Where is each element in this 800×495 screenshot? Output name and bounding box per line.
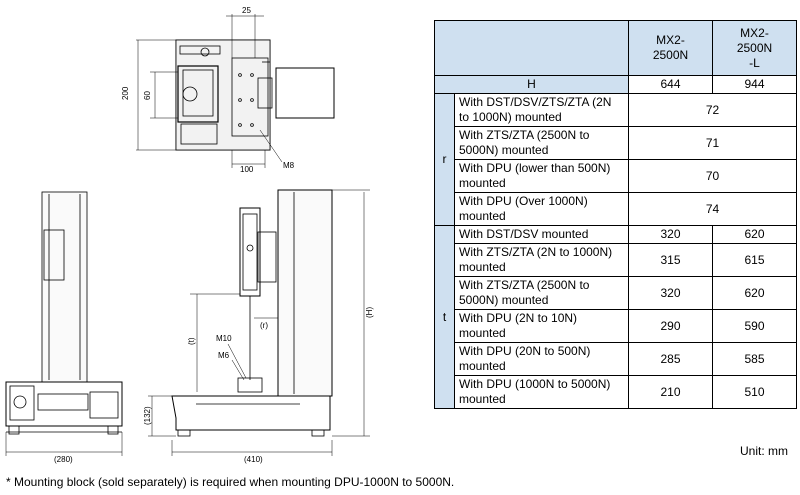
dim-t-label: (t) bbox=[187, 337, 196, 345]
header-blank bbox=[434, 20, 629, 76]
footnote: * Mounting block (sold separately) is re… bbox=[6, 475, 455, 489]
m6-label: M6 bbox=[218, 351, 230, 360]
table-row: With ZTS/ZTA (2500N to 5000N) mounted 71 bbox=[435, 126, 797, 160]
dimension-table: MX2- 2500N MX2- 2500N -L H 644 944 r Wit… bbox=[434, 20, 797, 409]
row-value-1: 320 bbox=[628, 276, 713, 310]
row-value-1: 315 bbox=[628, 243, 713, 277]
row-value-2: 615 bbox=[712, 243, 797, 277]
row-value: 72 bbox=[628, 93, 797, 127]
table-row: With DPU (20N to 500N) mounted 285 585 bbox=[435, 342, 797, 376]
row-value: 70 bbox=[628, 159, 797, 193]
row-value-2: 620 bbox=[712, 225, 797, 244]
side-view bbox=[148, 189, 370, 456]
dim-h-label: (H) bbox=[365, 307, 374, 318]
row-value-1: 210 bbox=[628, 375, 713, 409]
dim-132-label: (132) bbox=[143, 406, 152, 425]
table-row: With DPU (2N to 10N) mounted 290 590 bbox=[435, 309, 797, 343]
row-label: With ZTS/ZTA (2N to 1000N) mounted bbox=[454, 243, 629, 277]
row-value-2: 585 bbox=[712, 342, 797, 376]
dim-25-label: 25 bbox=[242, 6, 251, 15]
table-row: With DPU (Over 1000N) mounted 74 bbox=[435, 192, 797, 226]
table-header-row: MX2- 2500N MX2- 2500N -L bbox=[434, 20, 797, 76]
row-label: With DPU (1000N to 5000N) mounted bbox=[454, 375, 629, 409]
row-value: 74 bbox=[628, 192, 797, 226]
header-col-2: MX2- 2500N -L bbox=[712, 20, 797, 76]
header-col-1-text: MX2- 2500N bbox=[652, 33, 689, 62]
table-row: t With DST/DSV mounted 320 620 bbox=[434, 225, 797, 409]
h-label: H bbox=[434, 75, 629, 94]
row-value-2: 590 bbox=[712, 309, 797, 343]
m8-label: M8 bbox=[283, 161, 295, 170]
dimension-drawings: 25 200 60 100 M8 M10 M6 (r) (t) (H) (132… bbox=[5, 6, 374, 464]
row-label: With ZTS/ZTA (2500N to 5000N) mounted bbox=[454, 126, 629, 160]
dim-410-label: (410) bbox=[244, 455, 263, 464]
table-row: r With DST/DSV/ZTS/ZTA (2N to 1000N) mou… bbox=[434, 93, 797, 226]
dim-200-label: 200 bbox=[121, 86, 130, 100]
drawing-svg: 25 200 60 100 M8 M10 M6 (r) (t) (H) (132… bbox=[5, 6, 374, 464]
dim-60-label: 60 bbox=[143, 91, 152, 100]
row-label: With DPU (Over 1000N) mounted bbox=[454, 192, 629, 226]
table-row: With ZTS/ZTA (2N to 1000N) mounted 315 6… bbox=[435, 243, 797, 277]
table-row-h: H 644 944 bbox=[434, 75, 797, 94]
table-row: With ZTS/ZTA (2500N to 5000N) mounted 32… bbox=[435, 276, 797, 310]
unit-label: Unit: mm bbox=[740, 444, 788, 458]
row-value-1: 290 bbox=[628, 309, 713, 343]
table-row: With DPU (lower than 500N) mounted 70 bbox=[435, 159, 797, 193]
row-value-1: 285 bbox=[628, 342, 713, 376]
row-label: With DPU (lower than 500N) mounted bbox=[454, 159, 629, 193]
row-label: With ZTS/ZTA (2500N to 5000N) mounted bbox=[454, 276, 629, 310]
h-value-2: 944 bbox=[712, 75, 797, 94]
dim-r-label: (r) bbox=[260, 321, 268, 330]
top-view bbox=[136, 14, 335, 168]
m10-label: M10 bbox=[216, 334, 232, 343]
table-row: With DPU (1000N to 5000N) mounted 210 51… bbox=[435, 375, 797, 409]
h-value-1: 644 bbox=[628, 75, 713, 94]
header-col-2-text: MX2- 2500N -L bbox=[736, 25, 773, 70]
row-label: With DPU (20N to 500N) mounted bbox=[454, 342, 629, 376]
row-value-2: 510 bbox=[712, 375, 797, 409]
dim-100-label: 100 bbox=[240, 165, 254, 174]
header-col-1: MX2- 2500N bbox=[628, 20, 713, 76]
dim-280-label: (280) bbox=[54, 455, 73, 464]
t-group-label: t bbox=[434, 225, 455, 409]
row-value-1: 320 bbox=[628, 225, 713, 244]
row-label: With DPU (2N to 10N) mounted bbox=[454, 309, 629, 343]
row-label: With DST/DSV mounted bbox=[454, 225, 629, 244]
row-value: 71 bbox=[628, 126, 797, 160]
row-label: With DST/DSV/ZTS/ZTA (2N to 1000N) mount… bbox=[454, 93, 629, 127]
row-value-2: 620 bbox=[712, 276, 797, 310]
r-group-label: r bbox=[434, 93, 455, 226]
front-view bbox=[5, 191, 123, 456]
